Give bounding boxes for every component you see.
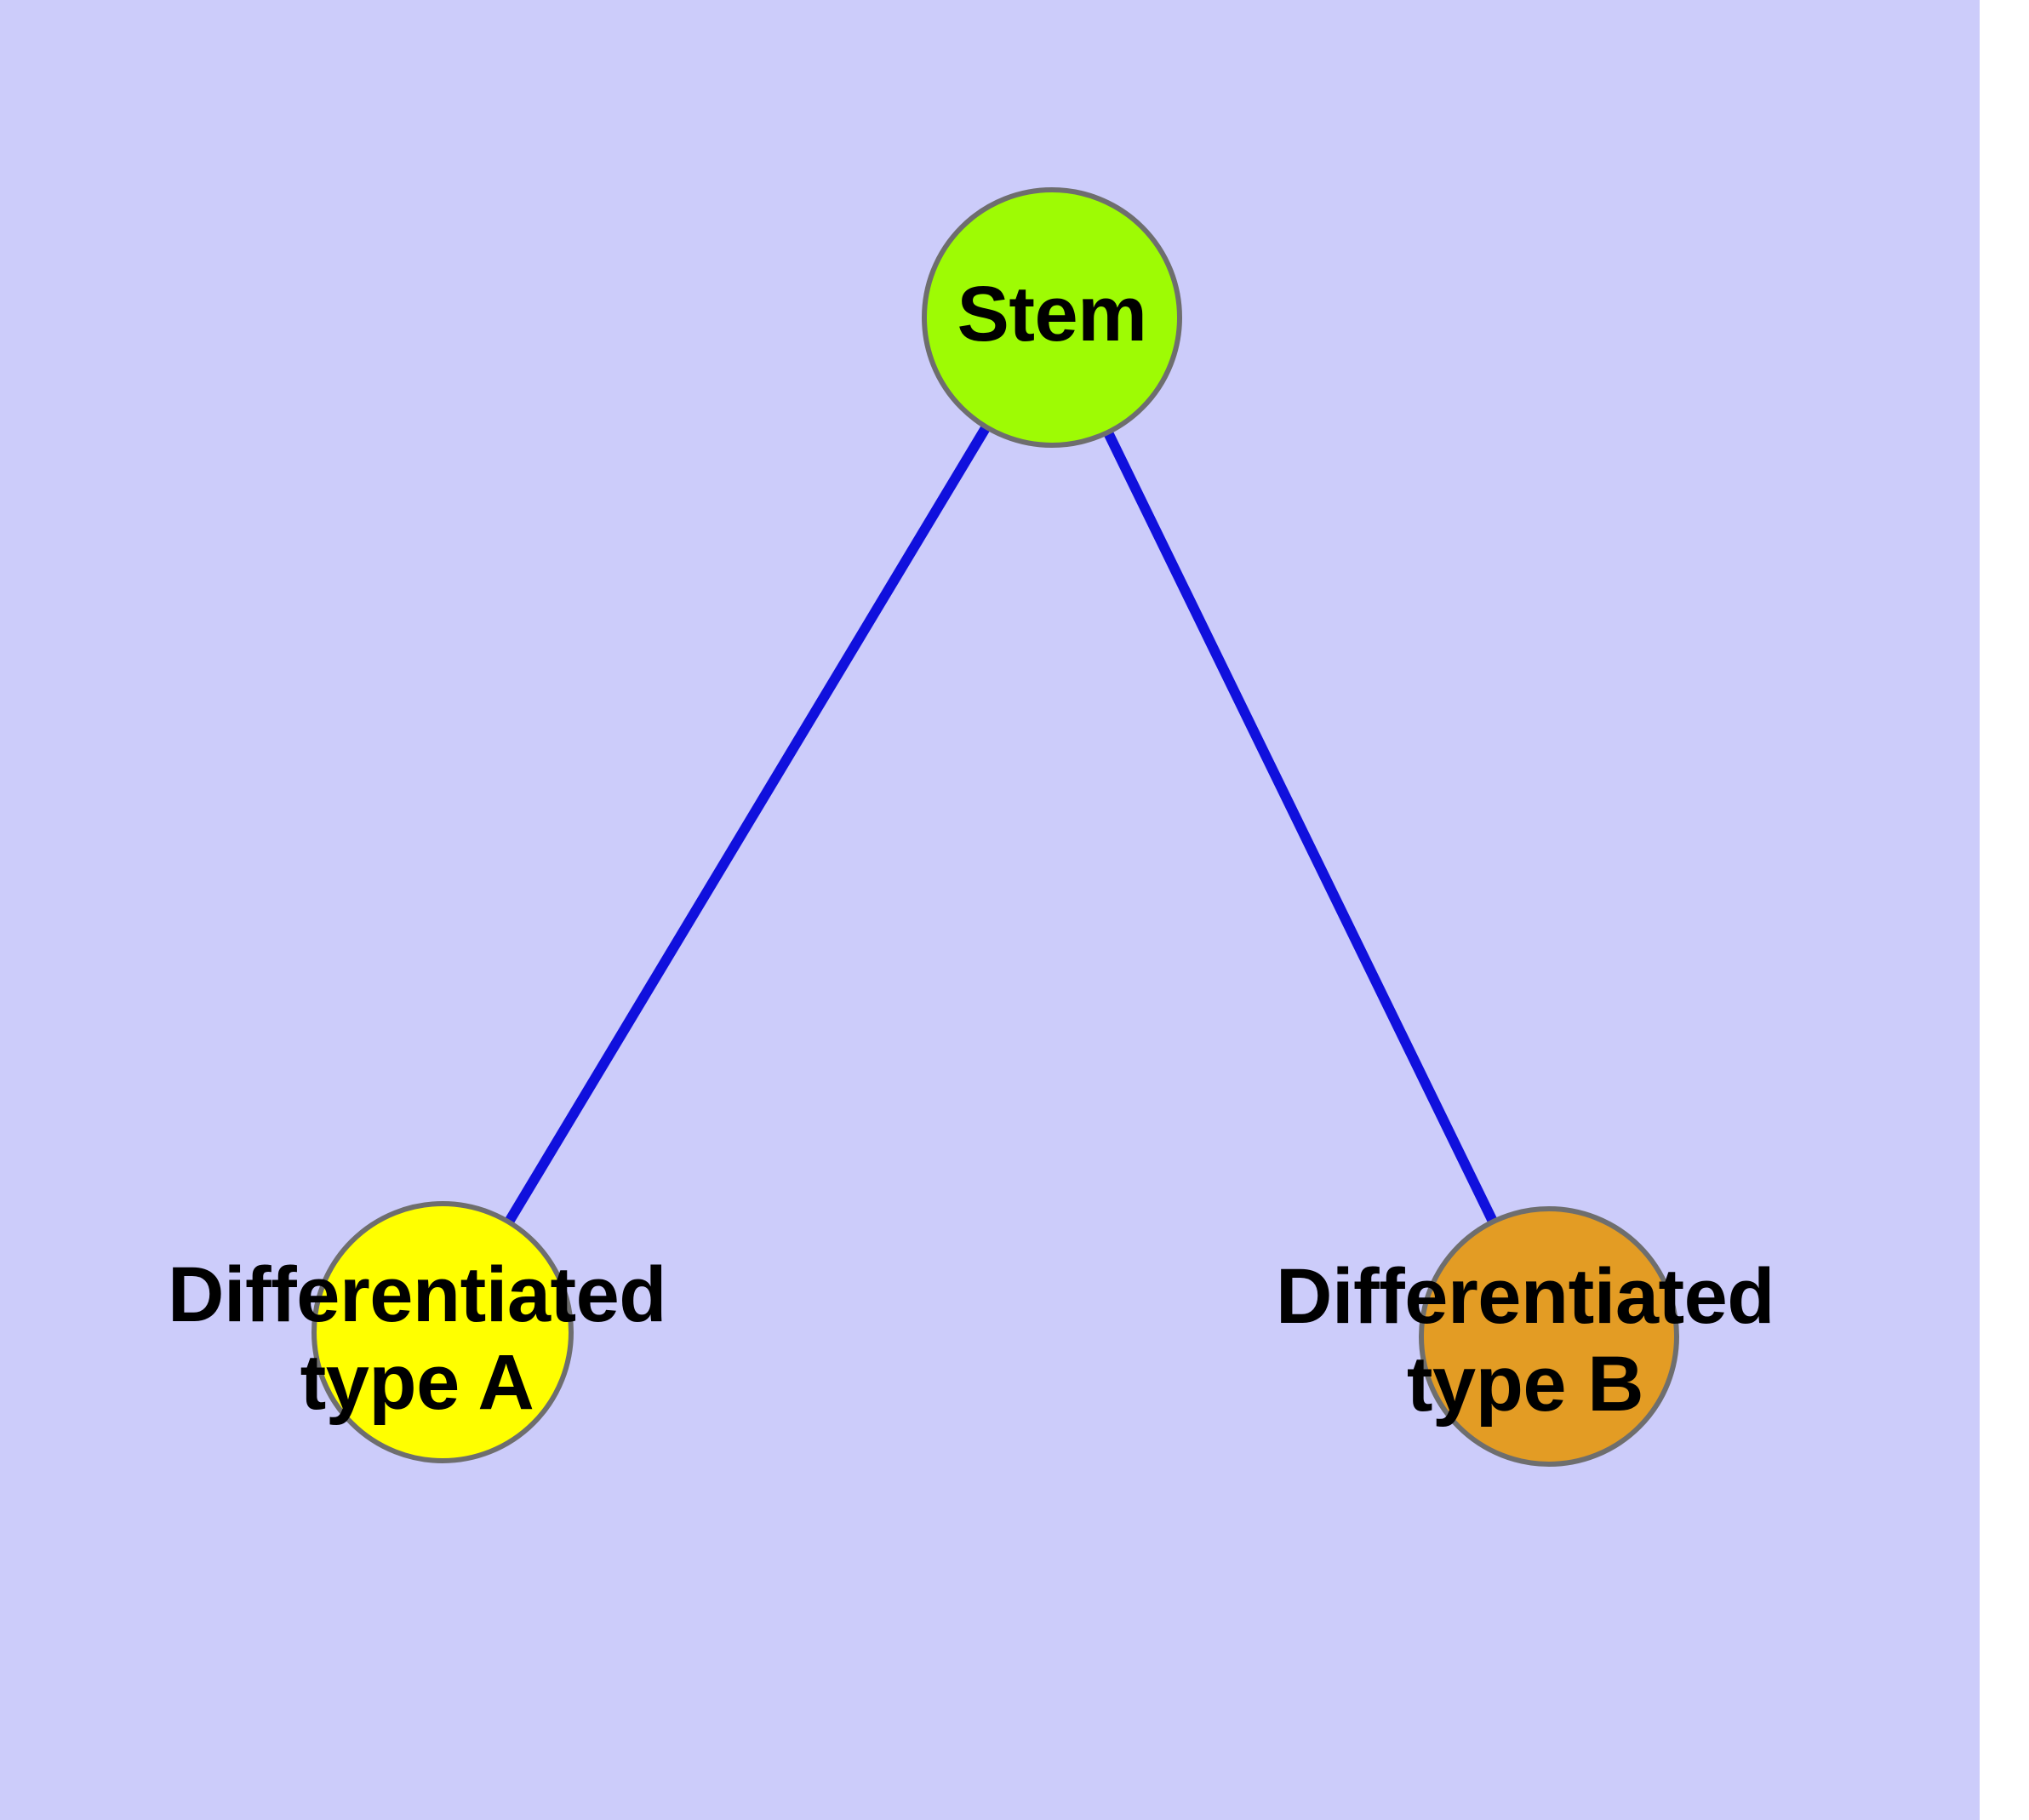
node-stem[interactable] (922, 187, 1182, 448)
edge-group (504, 424, 1498, 1225)
node-differentiated-type-b[interactable] (1419, 1206, 1679, 1467)
edge-stem-to-differentiated-a[interactable] (504, 424, 991, 1225)
edge-stem-to-differentiated-b[interactable] (1103, 430, 1498, 1224)
node-group (311, 187, 1679, 1467)
node-differentiated-type-a[interactable] (311, 1201, 574, 1463)
